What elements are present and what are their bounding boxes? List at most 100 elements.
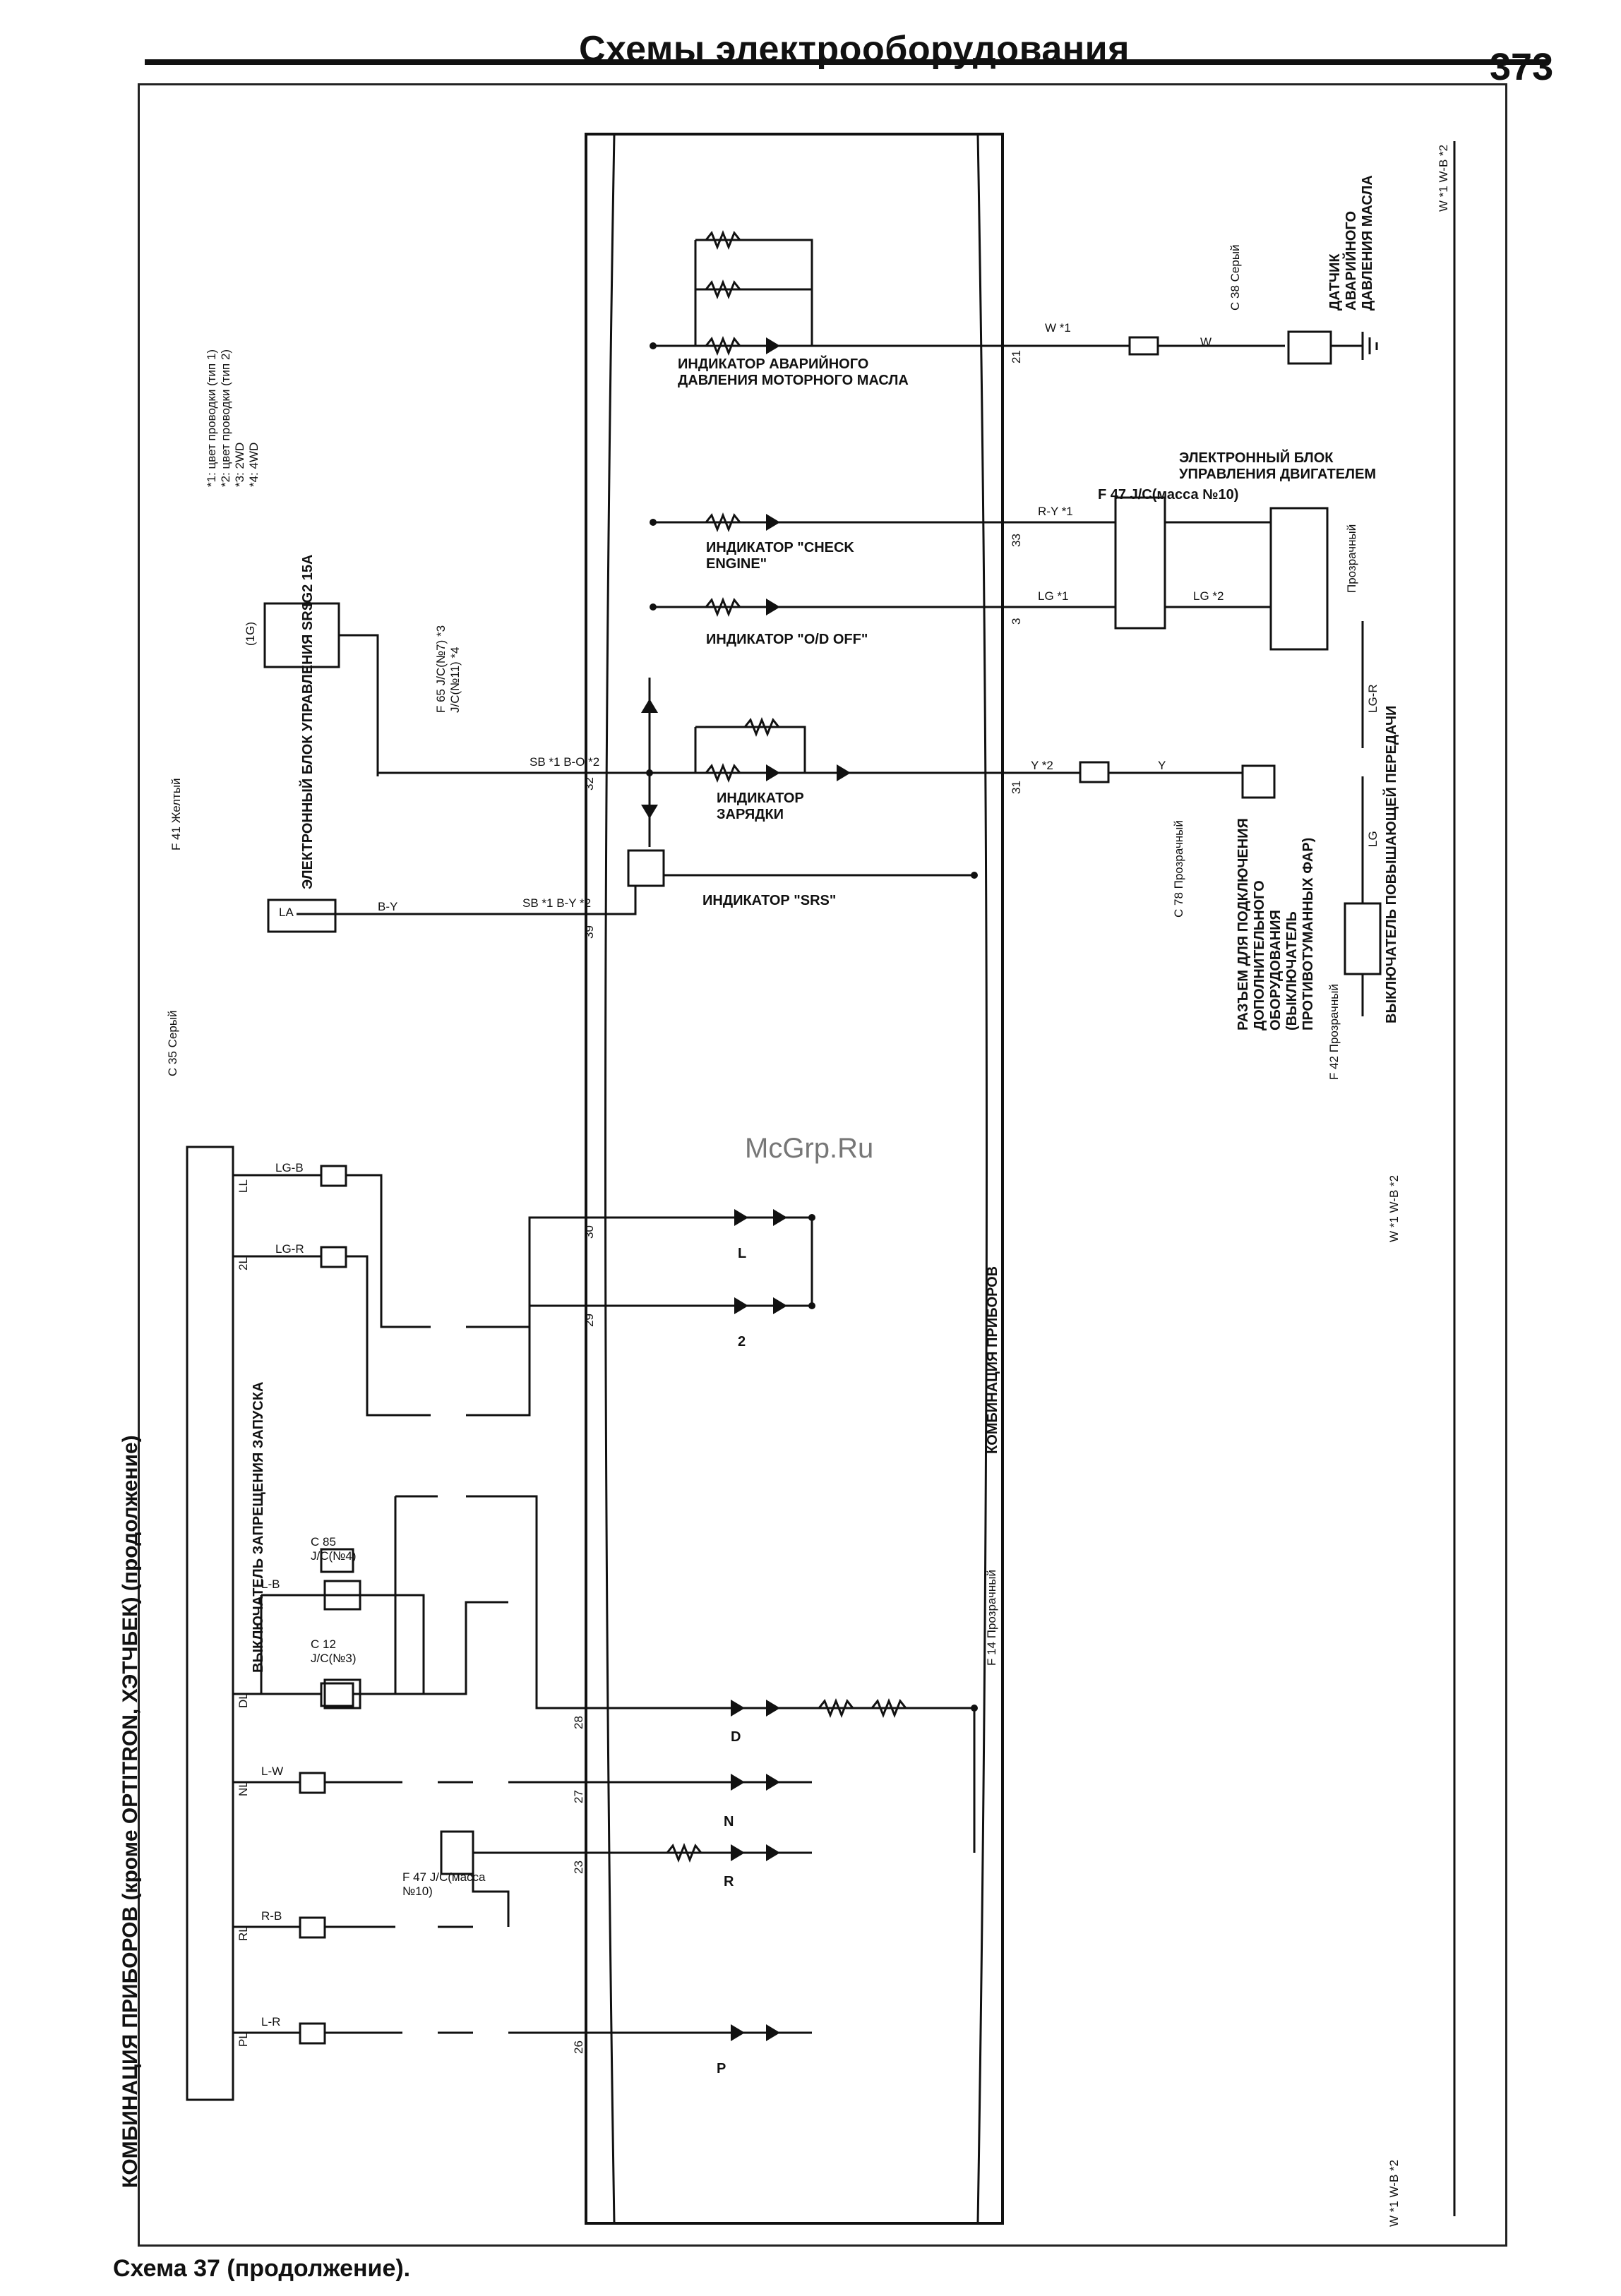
label-od-indicator: ИНДИКАТОР "O/D OFF" bbox=[706, 632, 868, 647]
label-fuse-box: (1G) bbox=[244, 622, 257, 646]
label-f14: F 14 Прозрачный bbox=[985, 1570, 998, 1666]
led-od bbox=[766, 599, 780, 615]
led-charge bbox=[766, 764, 780, 781]
pin-pl: PL bbox=[237, 2032, 250, 2047]
label-check-indicator: ИНДИКАТОР "CHECK ENGINE" bbox=[706, 540, 854, 572]
jc-c12 bbox=[323, 1678, 361, 1709]
label-srs-indicator: ИНДИКАТОР "SRS" bbox=[702, 893, 837, 908]
wire-label-by: B-Y bbox=[378, 900, 398, 913]
cluster-pin-26: 26 bbox=[572, 2040, 585, 2054]
wire-label-wb-bottom: W *1 W-B *2 bbox=[1387, 2159, 1401, 2227]
label-od-switch: ВЫКЛЮЧАТЕЛЬ ПОВЫШАЮЩЕЙ ПЕРЕДАЧИ bbox=[1384, 705, 1399, 1023]
wire-label-lgb: LG-B bbox=[275, 1161, 304, 1174]
pin-rl: RL bbox=[237, 1925, 250, 1941]
watermark: McGrp.Ru bbox=[745, 1133, 874, 1164]
led-check bbox=[766, 514, 780, 531]
neutral-start-switch bbox=[186, 1146, 234, 2101]
connector-c78 bbox=[1079, 761, 1110, 783]
jc-c85 bbox=[323, 1580, 361, 1611]
led-l bbox=[734, 1209, 748, 1226]
pin-dl: DL bbox=[237, 1693, 250, 1708]
label-ecu-conn: Прозрачный bbox=[1345, 524, 1358, 593]
led-r bbox=[731, 1844, 745, 1861]
cluster-pin-28: 28 bbox=[572, 1716, 585, 1729]
label-jc-f47: F 47 J/C(масса №10) bbox=[1098, 487, 1239, 503]
cluster-pin-31: 31 bbox=[1010, 781, 1023, 794]
wire-label-w1: W *1 bbox=[1045, 321, 1071, 335]
wire-label-rb: R-B bbox=[261, 1909, 282, 1923]
fog-conn-symbol bbox=[1241, 764, 1276, 799]
led-n bbox=[731, 1774, 745, 1791]
la-box bbox=[267, 898, 337, 933]
cluster-pin-30: 30 bbox=[582, 1225, 596, 1239]
srs-indicator-box bbox=[627, 849, 665, 887]
cluster-pin-32: 32 bbox=[582, 777, 596, 791]
wire-ll bbox=[233, 1174, 812, 1328]
label-la: LA bbox=[279, 906, 294, 919]
label-jc-f65: F 65 J/C(№7) *3 J/C(№11) *4 bbox=[434, 625, 462, 713]
diode-charge bbox=[837, 764, 851, 781]
led-2 bbox=[734, 1297, 748, 1314]
shift-label-d: D bbox=[731, 1729, 741, 1745]
label-f42: F 42 Прозрачный bbox=[1327, 984, 1341, 1080]
label-fog-conn: РАЗЪЕМ ДЛЯ ПОДКЛЮЧЕНИЯ ДОПОЛНИТЕЛЬНОГО О… bbox=[1236, 818, 1316, 1030]
wire-label-lr: L-R bbox=[261, 2015, 281, 2028]
wire-label-lg: LG bbox=[1366, 831, 1380, 847]
label-jc-c12: C 12 J/C(№3) bbox=[311, 1637, 357, 1665]
pin-nl: NL bbox=[237, 1781, 250, 1796]
page-number: 373 bbox=[1490, 46, 1554, 88]
wire-label-y: Y bbox=[1158, 759, 1166, 772]
shift-label-l: L bbox=[738, 1246, 747, 1261]
wire-label-lg1: LG *1 bbox=[1038, 589, 1069, 603]
label-srs-ecu: ЭЛЕКТРОННЫЙ БЛОК УПРАВЛЕНИЯ SRS bbox=[300, 601, 316, 889]
shift-label-n: N bbox=[724, 1814, 734, 1829]
shift-label-r: R bbox=[724, 1874, 734, 1889]
ecu-box bbox=[1269, 507, 1329, 651]
connector-c38 bbox=[1128, 336, 1159, 356]
note-1: *1: цвет проводки (тип 1) bbox=[205, 349, 218, 487]
label-c35: C 35 Серый bbox=[166, 1010, 179, 1076]
wire-label-y2: Y *2 bbox=[1031, 759, 1053, 772]
wire-dl bbox=[233, 1496, 508, 1695]
wire-label-lgr: LG-R bbox=[1366, 684, 1380, 713]
cluster-pin-3: 3 bbox=[1010, 618, 1023, 625]
cluster-pin-29: 29 bbox=[582, 1314, 596, 1327]
shift-label-p: P bbox=[717, 2061, 726, 2076]
label-oil-sensor: ДАТЧИК АВАРИЙНОГО ДАВЛЕНИЯ МАСЛА bbox=[1327, 175, 1375, 311]
cluster-outline bbox=[585, 133, 1004, 2225]
label-jc-c85: C 85 J/C(№4) bbox=[311, 1535, 357, 1563]
wire-label-lor: LG-R bbox=[275, 1242, 304, 1256]
pin-2l: 2L bbox=[237, 1257, 250, 1270]
wire-label-wb-mid: W *1 W-B *2 bbox=[1387, 1174, 1401, 1242]
wire-label-w: W bbox=[1200, 335, 1212, 349]
diode-upper bbox=[641, 699, 658, 713]
wire-by bbox=[297, 886, 637, 915]
wire-label-sbbo: SB *1 B-O *2 bbox=[530, 755, 600, 769]
main-title: КОМБИНАЦИЯ ПРИБОРОВ (кроме OPTITRON, ХЭТ… bbox=[119, 1435, 142, 2188]
cluster-pin-27: 27 bbox=[572, 1790, 585, 1803]
wire-label-wb-top: W *1 W-B *2 bbox=[1437, 144, 1450, 212]
cluster-pin-23: 23 bbox=[572, 1861, 585, 1874]
label-charge-indicator: ИНДИКАТОР ЗАРЯДКИ bbox=[717, 791, 804, 822]
cluster-inner-right bbox=[976, 133, 988, 2224]
oil-sensor-symbol bbox=[1287, 330, 1332, 365]
cluster-pin-21: 21 bbox=[1010, 350, 1023, 363]
cluster-pin-39: 39 bbox=[582, 925, 596, 939]
label-ecu: ЭЛЕКТРОННЫЙ БЛОК УПРАВЛЕНИЯ ДВИГАТЕЛЕМ bbox=[1179, 450, 1377, 482]
wire-label-lw: L-W bbox=[261, 1765, 284, 1778]
wire-label-sbby: SB *1 B-Y *2 bbox=[522, 896, 592, 910]
note-3: *3: 2WD bbox=[233, 442, 246, 487]
label-f41: F 41 Желтый bbox=[169, 778, 183, 851]
led-oil bbox=[766, 337, 780, 354]
wire-2l bbox=[233, 1255, 812, 1417]
label-c38: C 38 Серый bbox=[1228, 244, 1242, 311]
diode-lower bbox=[641, 805, 658, 819]
notes: *1: цвет проводки (тип 1) *2: цвет прово… bbox=[205, 349, 261, 487]
label-oil-indicator: ИНДИКАТОР АВАРИЙНОГО ДАВЛЕНИЯ МОТОРНОГО … bbox=[678, 356, 909, 388]
header-rule bbox=[145, 59, 1546, 65]
cluster-pin-33: 33 bbox=[1010, 534, 1023, 547]
note-4: *4: 4WD bbox=[247, 442, 261, 487]
cluster-inner-left bbox=[604, 133, 616, 2224]
label-neutral-switch: ВЫКЛЮЧАТЕЛЬ ЗАПРЕЩЕНИЯ ЗАПУСКА bbox=[251, 1381, 266, 1673]
